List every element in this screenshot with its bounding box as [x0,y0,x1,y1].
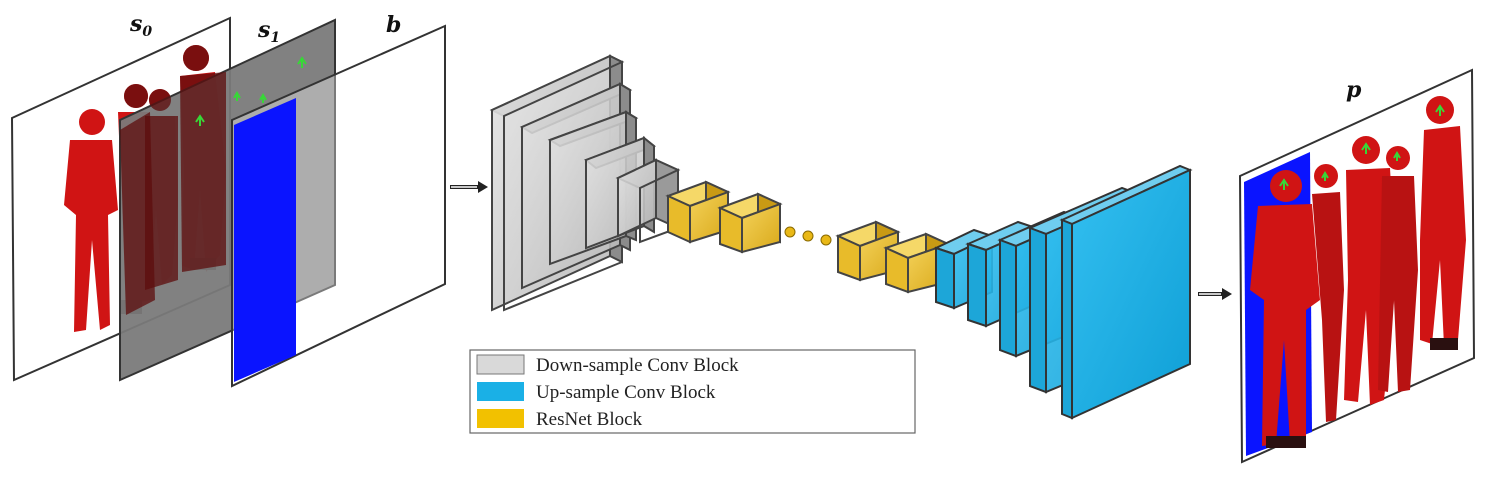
legend-swatch-upsample [477,382,524,401]
people-shadow-s1 [120,45,226,315]
legend-swatch-resnet [477,409,524,428]
resnet-block-2 [717,192,783,254]
downsample-conv-blocks [489,54,681,312]
people-silhouettes-output [1250,96,1466,448]
output-keypoint-markers [1279,104,1445,190]
legend-label-resnet: ResNet Block [536,409,643,430]
arrow-network-to-output [1198,288,1232,300]
output-plane-p [1238,68,1476,464]
legend-box [469,349,916,434]
resnet-block-1 [665,180,731,244]
label-p: p [1346,77,1362,103]
resnet-blocks [665,180,951,294]
upsample-conv-blocks [933,164,1193,420]
legend-label-upsample: Up-sample Conv Block [536,382,716,403]
legend-swatch-downsample [476,354,525,375]
label-s1: s1 [257,17,280,46]
label-s0: s0 [129,11,152,40]
upsample-block-5 [1059,164,1193,420]
downsample-block-5 [615,158,681,244]
arrow-input-to-network [450,181,488,193]
legend: Down-sample Conv Block Up-sample Conv Bl… [469,349,916,434]
mask-region [234,98,296,382]
keypoint-markers [195,56,307,126]
legend-label-downsample: Down-sample Conv Block [536,355,739,376]
input-plane-b [231,24,446,388]
label-b: b [386,12,401,38]
resnet-ellipsis-dots [784,226,832,246]
